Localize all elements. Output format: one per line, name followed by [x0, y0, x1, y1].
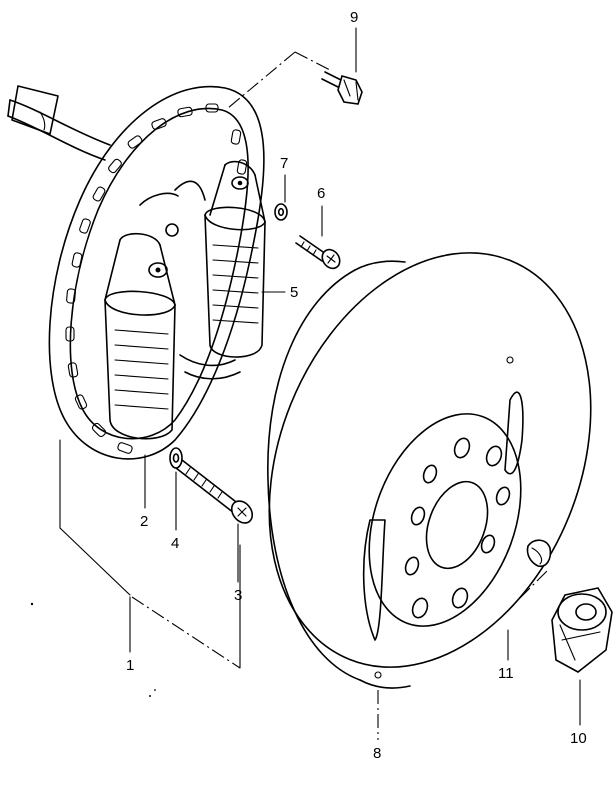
washer-lower[interactable]	[169, 447, 183, 469]
washer-upper[interactable]	[274, 203, 288, 221]
scan-specks	[30, 602, 156, 697]
stator-plate[interactable]	[7, 85, 265, 460]
label-part-5: 5	[290, 284, 298, 301]
label-part-4: 4	[171, 535, 179, 552]
leader-lines	[59, 51, 549, 669]
label-part-6: 6	[317, 185, 325, 202]
woodruff-key[interactable]	[526, 539, 552, 568]
flywheel-rotor[interactable]	[210, 204, 616, 715]
label-part-11: 11	[498, 665, 514, 682]
flywheel-nut[interactable]	[551, 587, 613, 673]
label-part-10: 10	[570, 730, 587, 747]
label-part-1: 1	[126, 657, 134, 674]
part-labels: 9 7 6 5 2 4 3 1 11 10 8	[126, 9, 587, 762]
coil-lower[interactable]	[104, 232, 176, 440]
label-part-3: 3	[234, 587, 242, 604]
label-part-7: 7	[280, 155, 288, 172]
bolt-top[interactable]	[321, 71, 363, 105]
screw-short[interactable]	[295, 235, 343, 272]
coil-upper[interactable]	[139, 160, 266, 380]
label-leaders	[129, 27, 581, 740]
screw-long[interactable]	[175, 459, 256, 527]
label-part-8: 8	[373, 745, 381, 762]
label-part-9: 9	[350, 9, 358, 26]
label-part-2: 2	[140, 513, 148, 530]
